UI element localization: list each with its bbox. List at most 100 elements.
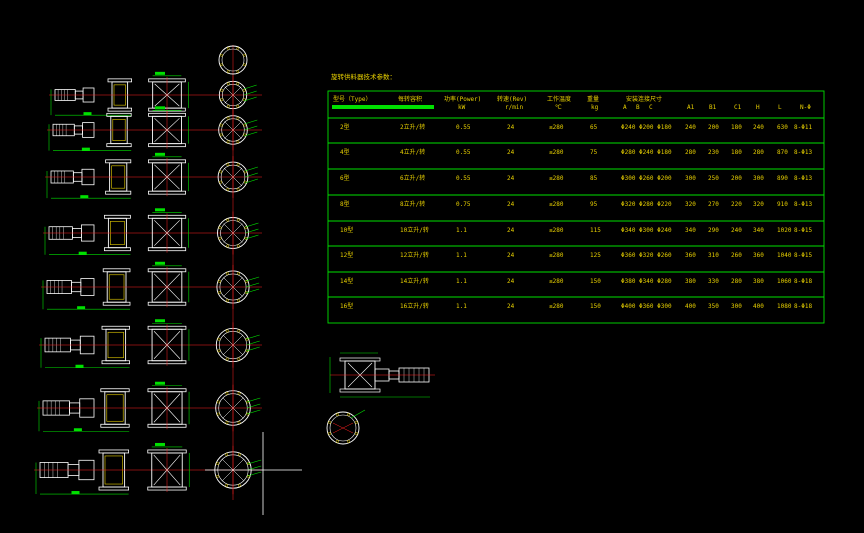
bolt-hole (225, 421, 229, 425)
table-cell-abc: Φ240 Φ200 Φ180 (621, 124, 672, 131)
feeder-row-7 (37, 381, 262, 432)
table-cell-b1: 230 (708, 149, 719, 156)
header-capacity: 每转容积 (398, 95, 422, 103)
bolt-hole (245, 337, 249, 341)
table-cell-a1: 280 (685, 149, 696, 156)
leader-line (245, 228, 259, 234)
bolt-hole (225, 329, 229, 333)
bolt-hole (243, 63, 246, 67)
table-cell-c1d: 240 (731, 227, 742, 234)
header-dim-8: N-Φ (800, 104, 811, 111)
bolt-hole (216, 412, 220, 416)
dimension-label-length (73, 428, 82, 432)
table-cell-abc: Φ360 Φ320 Φ260 (621, 252, 672, 259)
table-cell-a1: 300 (685, 175, 696, 182)
leader-line (245, 288, 260, 294)
top-flange-side (106, 112, 132, 117)
table-cell-c4: ≤280 (549, 252, 564, 259)
table-cell-c1d: 220 (731, 201, 742, 208)
table-cell-n: 8-Φ13 (794, 149, 812, 156)
bolt-hole (236, 218, 240, 222)
leader-line (245, 234, 259, 240)
top-flange-side (100, 388, 130, 393)
bolt-hole (237, 483, 241, 487)
table-cell-l: 910 (777, 201, 788, 208)
header-dim-2: C (649, 104, 653, 111)
table-cell-c1d: 180 (731, 149, 742, 156)
bolt-hole (217, 349, 221, 353)
bottom-flange-side (107, 107, 133, 112)
leader-line (243, 90, 257, 96)
dimension-label-top (155, 319, 165, 323)
table-cell-c5: 115 (590, 227, 601, 234)
table-cell-c4: ≤280 (549, 303, 564, 310)
bolt-hole (225, 272, 229, 275)
header-type: 型号（Type） (333, 95, 371, 103)
leader-line (244, 131, 258, 137)
header-install-dims: 安装连接尺寸 (626, 95, 662, 103)
table-cell-n: 8-Φ13 (794, 201, 812, 208)
leader-line (247, 459, 262, 465)
bolt-hole (225, 299, 229, 302)
header-dim-0: A (623, 104, 627, 111)
dimension-label-top (155, 152, 165, 156)
bottom-flange-side (105, 190, 132, 195)
bolt-hole (328, 421, 332, 424)
table-cell-l: 1040 (777, 252, 792, 259)
bolt-hole (236, 187, 240, 191)
table-cell-c0: 8型 (340, 200, 350, 208)
table-cell-c5: 85 (590, 175, 598, 182)
table-cell-c5: 65 (590, 124, 598, 131)
leader-line (243, 84, 257, 90)
bolt-hole (225, 453, 229, 457)
feeder-views-column (34, 45, 262, 500)
table-cell-n: 8-Φ15 (794, 252, 812, 259)
bolt-hole (226, 116, 230, 120)
bolt-hole (226, 187, 230, 191)
bolt-hole (236, 116, 240, 120)
table-cell-c0: 2型 (340, 123, 350, 131)
bolt-hole (225, 391, 229, 395)
table-cell-c5: 150 (590, 278, 601, 285)
header-power: 功率(Power) (444, 95, 481, 103)
bolt-hole (237, 421, 241, 425)
bolt-hole (219, 180, 223, 184)
bolt-hole (226, 47, 230, 50)
bolt-hole (236, 70, 240, 73)
table-cell-c1: 4立升/转 (400, 148, 425, 156)
bolt-hole (236, 104, 240, 108)
header-dim-1: B (636, 104, 640, 111)
table-cell-abc: Φ400 Φ360 Φ300 (621, 303, 672, 310)
table-cell-c1: 8立升/转 (400, 200, 425, 208)
table-cell-a1: 360 (685, 252, 696, 259)
dimension-label-length (77, 306, 86, 310)
bolt-hole (216, 462, 220, 466)
table-cell-c1d: 180 (731, 124, 742, 131)
table-cell-h: 320 (753, 201, 764, 208)
detail-flange-inner (329, 414, 357, 442)
header-power-unit: kW (458, 104, 466, 111)
table-cell-c1: 16立升/转 (400, 302, 429, 310)
table-cell-b1: 200 (708, 124, 719, 131)
detail-top-flange (339, 357, 381, 362)
bolt-hole (336, 413, 339, 417)
top-flange-side (104, 214, 131, 219)
detail-flange (326, 411, 360, 445)
table-cell-c3: 24 (507, 175, 515, 182)
table-cell-c3: 24 (507, 227, 515, 234)
bolt-hole (236, 140, 240, 144)
dimension-label-top (155, 106, 165, 110)
feeder-row-3 (45, 152, 262, 199)
table-cell-c1d: 200 (731, 175, 742, 182)
bolt-hole (246, 474, 250, 478)
leader-line (244, 178, 258, 184)
top-flange-view (218, 45, 248, 75)
table-cell-c2: 0.55 (456, 124, 471, 131)
leader-line (246, 403, 261, 409)
dimension-label-top (155, 381, 165, 385)
bolt-hole (220, 88, 224, 92)
bolt-hole (336, 439, 339, 443)
table-cell-c4: ≤280 (549, 149, 564, 156)
